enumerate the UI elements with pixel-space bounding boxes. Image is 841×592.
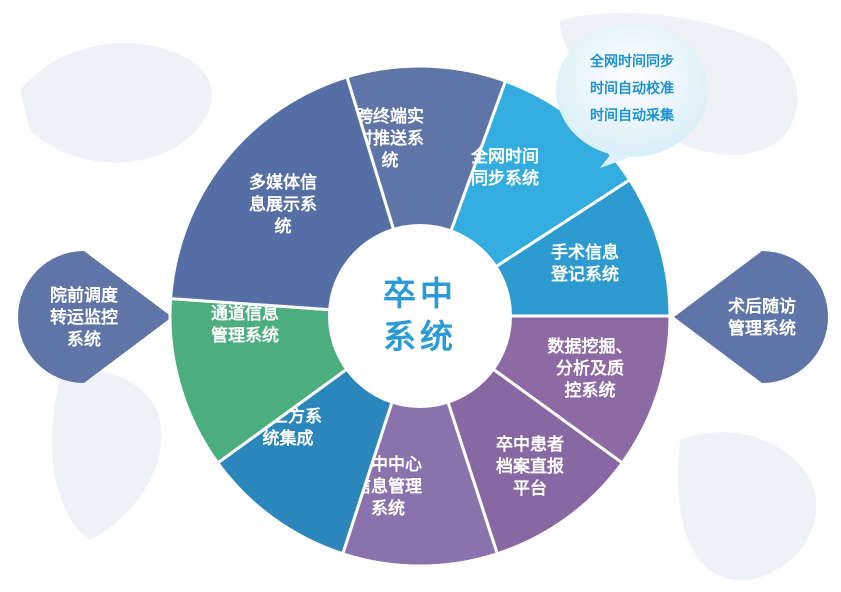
time-sync-bubble: 全网时间同步 时间自动校准 时间自动采集	[556, 23, 708, 168]
segment-label-multimedia-line2: 息展示系	[249, 194, 317, 215]
left-node-shape	[18, 251, 172, 383]
segment-label-data-mining-line1: 数据挖掘、	[548, 336, 633, 357]
segment-label-green-channel-line2: 通道信息	[211, 303, 279, 324]
left-node-label-line1: 院前调度	[50, 285, 119, 306]
segment-label-multimedia-line3: 统	[275, 216, 292, 237]
segment-label-time-sync-line2: 同步系统	[471, 168, 539, 189]
segment-label-data-mining-line2: 分析及质	[556, 358, 624, 379]
center-hub: 卒中 系统	[328, 224, 512, 408]
right-node-label-line1: 术后随访	[728, 296, 796, 317]
segment-label-info-mgmt-line3: 系统	[371, 498, 405, 519]
left-node-label-line3: 系统	[67, 329, 101, 350]
bubble-line-3: 时间自动采集	[590, 107, 675, 124]
segment-label-multimedia-line1: 多媒体信	[249, 172, 317, 193]
bubble-line-1: 全网时间同步	[589, 53, 674, 70]
segment-label-data-mining-line3: 控系统	[565, 380, 616, 401]
segment-label-patient-archive-line3: 平台	[513, 478, 547, 499]
left-node-label-line2: 转运监控	[50, 307, 118, 328]
segment-label-time-sync-line1: 全网时间	[470, 146, 539, 167]
segment-label-third-party-line2: 统集成	[263, 428, 314, 449]
center-label-line2: 系统	[383, 317, 457, 356]
right-node-shape	[674, 251, 828, 383]
segment-label-cross-terminal-line2: 时推送系	[356, 128, 424, 149]
segment-label-patient-archive-line2: 档案直报	[496, 456, 564, 477]
segment-label-patient-archive-line1: 卒中患者	[496, 434, 564, 455]
right-node-label-line2: 管理系统	[728, 318, 796, 339]
segment-label-surgery-reg-line1: 手术信息	[551, 242, 619, 263]
wheel-segments: 跨终端实时推送系统全网时间同步系统手术信息登记系统数据挖掘、分析及质控系统卒中患…	[168, 64, 672, 568]
segment-label-green-channel-line3: 管理系统	[211, 325, 279, 346]
center-label-line1: 卒中	[383, 274, 457, 313]
segment-label-cross-terminal-line3: 统	[382, 150, 399, 171]
segment-label-cross-terminal-line1: 跨终端实	[356, 106, 424, 127]
bubble-line-2: 时间自动校准	[590, 80, 674, 97]
segment-label-surgery-reg-line2: 登记系统	[550, 264, 619, 285]
segment-label-info-mgmt-line2: 信息管理	[354, 476, 422, 497]
